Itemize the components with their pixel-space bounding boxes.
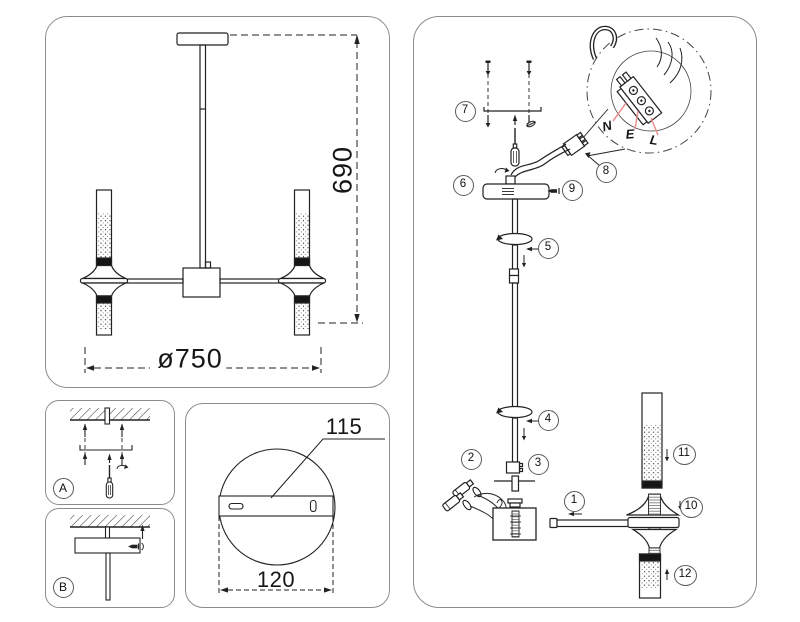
assembly-drawing [442,25,712,599]
front-view-panel [45,16,390,388]
callout-11: 11 [672,443,696,465]
detail-b-badge: B [52,576,74,598]
callout-2: 2 [460,448,482,470]
plate-view-drawing [218,438,385,595]
wiring-label-earth: E [625,126,635,142]
mount-detail-b-panel [45,508,175,608]
callout-10: 10 [679,496,703,518]
callout-6: 6 [452,174,474,196]
callout-1: 1 [563,490,585,512]
height-dimension-label: 690 [327,145,358,195]
front-view-drawing [79,32,363,373]
diameter-dimension-label: ø750 [154,343,226,375]
callout-5: 5 [537,237,559,259]
callout-3: 3 [527,453,549,475]
plate-slot-dimension-label: 115 [325,414,363,439]
callout-7: 7 [454,100,476,122]
callout-12: 12 [673,564,697,586]
wiring-leader-lines [612,102,659,136]
mount-detail-a-drawing [70,407,150,499]
callout-8: 8 [595,161,617,183]
plate-view-panel [185,403,390,608]
mount-detail-b-drawing [70,515,150,601]
plate-width-dimension-label: 120 [256,567,296,592]
detail-a-badge: A [52,477,74,499]
callout-4: 4 [537,409,559,431]
callout-9: 9 [561,179,583,201]
